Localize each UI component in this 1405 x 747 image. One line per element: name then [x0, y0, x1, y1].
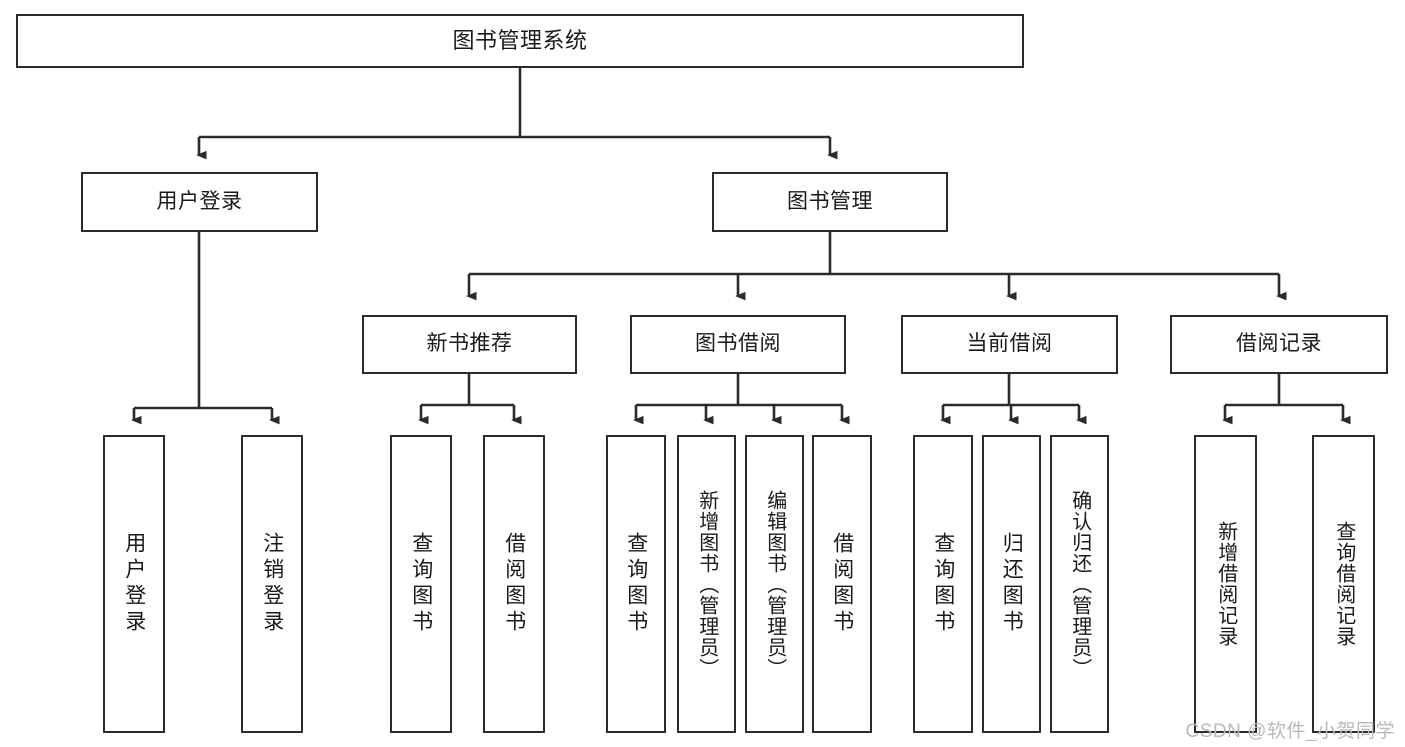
node-current-borrow[interactable]: 当前借阅	[901, 315, 1118, 374]
leaf-edit-book-admin[interactable]: 编辑图书（管理员）	[745, 435, 804, 733]
node-new-book-recommend[interactable]: 新书推荐	[362, 315, 577, 374]
node-label: 图书管理	[787, 189, 873, 213]
node-label: 当前借阅	[966, 332, 1053, 356]
node-label: 新书推荐	[426, 332, 513, 356]
leaf-user-login[interactable]: 用户登录	[103, 435, 165, 733]
node-label: 新增图书（管理员）	[695, 489, 718, 679]
leaf-logout[interactable]: 注销登录	[241, 435, 303, 733]
node-book-borrow[interactable]: 图书借阅	[630, 315, 846, 374]
node-label: 归还图书	[1000, 532, 1024, 636]
node-label: 确认归还（管理员）	[1068, 489, 1091, 679]
node-user-login[interactable]: 用户登录	[81, 172, 318, 232]
node-label: 用户登录	[122, 532, 146, 636]
node-label: 查询图书	[931, 532, 955, 636]
node-label: 注销登录	[260, 532, 284, 636]
node-label: 查询图书	[624, 532, 648, 636]
node-label: 图书管理系统	[452, 28, 588, 54]
node-label: 用户登录	[156, 189, 243, 213]
node-label: 借阅记录	[1236, 332, 1322, 356]
node-label: 查询借阅记录	[1332, 521, 1355, 647]
leaf-add-book-admin[interactable]: 新增图书（管理员）	[677, 435, 736, 733]
leaf-query-book-recommend[interactable]: 查询图书	[390, 435, 452, 733]
leaf-query-borrow-record[interactable]: 查询借阅记录	[1312, 435, 1375, 733]
node-root-system[interactable]: 图书管理系统	[16, 14, 1024, 68]
node-label: 借阅图书	[502, 532, 526, 636]
leaf-confirm-return-admin[interactable]: 确认归还（管理员）	[1050, 435, 1109, 733]
leaf-borrow-book[interactable]: 借阅图书	[812, 435, 872, 733]
node-label: 编辑图书（管理员）	[763, 489, 786, 679]
leaf-add-borrow-record[interactable]: 新增借阅记录	[1194, 435, 1257, 733]
leaf-return-book[interactable]: 归还图书	[982, 435, 1041, 733]
node-book-management[interactable]: 图书管理	[712, 172, 948, 232]
node-borrow-record[interactable]: 借阅记录	[1170, 315, 1388, 374]
node-label: 图书借阅	[695, 332, 781, 356]
leaf-borrow-book-recommend[interactable]: 借阅图书	[483, 435, 545, 733]
node-label: 新增借阅记录	[1214, 521, 1237, 647]
watermark-text: CSDN @软件_小贺同学	[1185, 721, 1395, 742]
node-label: 借阅图书	[830, 532, 854, 636]
node-label: 查询图书	[409, 532, 433, 636]
leaf-query-book-borrow[interactable]: 查询图书	[606, 435, 666, 733]
leaf-query-book-current[interactable]: 查询图书	[913, 435, 973, 733]
